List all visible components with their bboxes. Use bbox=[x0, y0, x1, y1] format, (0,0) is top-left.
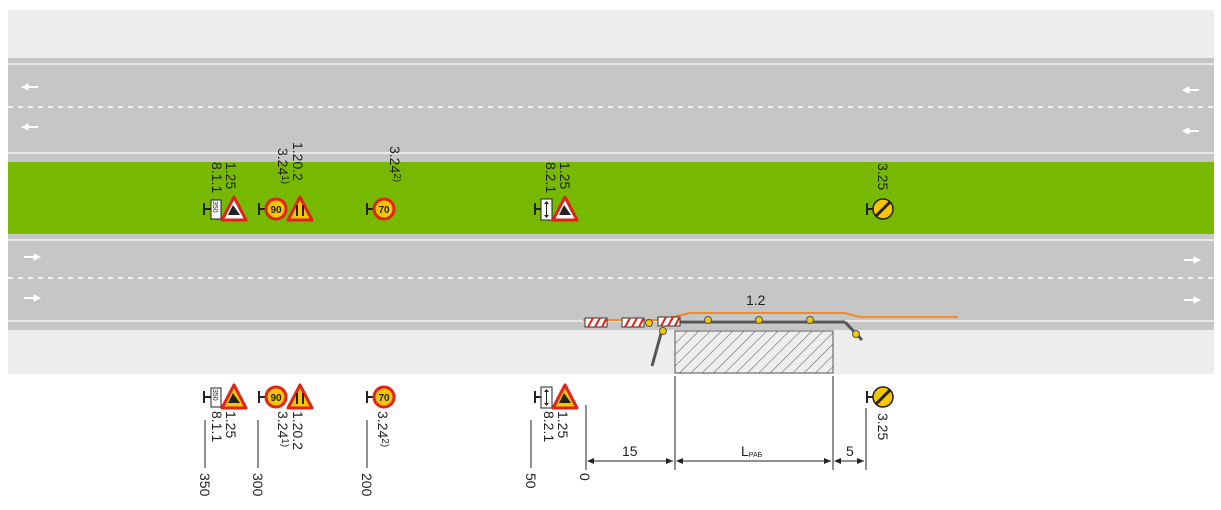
signal-lamps bbox=[645, 316, 860, 338]
sign-group-1-20-2-top: 90 1.20.2 3.241) bbox=[258, 142, 314, 222]
signal-lamp-icon bbox=[852, 330, 860, 338]
plate-code-bottom-2: 3.241) bbox=[275, 411, 291, 447]
top-carriageway bbox=[8, 58, 1214, 162]
plate-code-bottom-1: 8.1.1 bbox=[209, 411, 225, 442]
svg-text:90: 90 bbox=[270, 205, 282, 216]
median-strip bbox=[8, 162, 1214, 234]
plate-value: 350 bbox=[211, 389, 218, 401]
sign-code-top-4: 1.25 bbox=[557, 162, 573, 189]
road-works-triangle-icon bbox=[551, 195, 579, 222]
dimensions bbox=[585, 376, 867, 470]
plate-8-2-1-icon bbox=[540, 386, 553, 409]
arrow-left-icon bbox=[20, 123, 38, 131]
speed-limit-icon: 70 bbox=[372, 197, 396, 221]
sign-group-1-20-2-bottom: 90 1.20.2 3.241) bbox=[258, 383, 314, 450]
distance-marker: 200 bbox=[359, 420, 375, 497]
arrow-left-icon bbox=[20, 83, 38, 91]
end-speed-limit-icon bbox=[872, 386, 894, 408]
sign-code-top-1: 1.25 bbox=[223, 162, 239, 189]
end-speed-limit-icon bbox=[872, 198, 894, 220]
sign-group-3-25-bottom: 3.25 bbox=[866, 386, 894, 440]
road-narrows-triangle-icon bbox=[286, 195, 314, 222]
signal-lamp-icon bbox=[704, 316, 712, 324]
speed-limit-icon: 90 bbox=[264, 385, 288, 409]
temporary-marking-label: 1.2 bbox=[746, 292, 766, 308]
bottom-carriageway bbox=[8, 234, 1214, 330]
sign-code-top-3: 3.242) bbox=[387, 146, 403, 182]
distance-label-300: 300 bbox=[250, 473, 266, 497]
warning-barrier-board bbox=[584, 317, 608, 328]
arrow-right-icon bbox=[24, 253, 42, 261]
dimension-work-zone-label: LРАБ bbox=[741, 443, 763, 459]
arrow-right-icon bbox=[24, 294, 42, 302]
sign-group-1-25-b-top: 1.25 8.2.1 bbox=[534, 162, 579, 222]
plate-code-top-1: 8.1.1 bbox=[209, 162, 225, 193]
plate-8-1-1 bbox=[210, 199, 222, 220]
road bbox=[8, 10, 1214, 374]
sign-code-top-2: 1.20.2 bbox=[290, 142, 306, 181]
sign-group-1-25-b-bottom: 1.25 8.2.1 bbox=[534, 383, 579, 442]
arrow-right-icon bbox=[1184, 296, 1202, 304]
sign-group-3-24-bottom: 70 3.242) bbox=[366, 385, 396, 447]
speed-limit-icon: 90 bbox=[264, 197, 288, 221]
distance-label-350: 350 bbox=[197, 473, 213, 497]
arrow-left-icon bbox=[1181, 127, 1199, 135]
road-works-triangle-icon bbox=[551, 383, 579, 410]
road-narrows-triangle-icon bbox=[286, 383, 314, 410]
road-works-triangle-icon bbox=[220, 195, 248, 222]
barrier-taper-entry bbox=[650, 329, 664, 367]
plate-code-top-4: 8.2.1 bbox=[543, 162, 559, 193]
sign-code-bottom-3: 3.242) bbox=[375, 411, 391, 447]
dimension-5-label: 5 bbox=[846, 443, 854, 459]
dimension-15-label: 15 bbox=[622, 443, 638, 459]
distance-markers: 350 300 200 50 0 bbox=[197, 420, 593, 497]
sign-code-bottom-2: 1.20.2 bbox=[290, 411, 306, 450]
distance-marker: 350 bbox=[197, 420, 213, 497]
road-works-triangle-icon bbox=[220, 383, 248, 410]
sign-group-3-24-top: 70 3.242) bbox=[366, 146, 403, 221]
sign-code-top-5: 3.25 bbox=[875, 163, 891, 190]
signal-lamp-icon bbox=[755, 316, 763, 324]
sign-group-1-25-bottom: 350 1.25 8.1.1 bbox=[203, 383, 248, 442]
signal-lamp-icon bbox=[806, 316, 814, 324]
arrow-right-icon bbox=[1184, 256, 1202, 264]
sign-code-bottom-5: 3.25 bbox=[875, 413, 891, 440]
distance-marker: 300 bbox=[250, 420, 266, 497]
signal-lamp-icon bbox=[645, 319, 653, 327]
plate-code-top-2: 3.241) bbox=[275, 148, 291, 184]
plate-8-2-1-icon bbox=[540, 198, 553, 221]
svg-text:90: 90 bbox=[270, 393, 282, 404]
sign-code-bottom-4: 1.25 bbox=[555, 411, 571, 438]
plate-8-1-1 bbox=[210, 387, 222, 408]
warning-barrier-board bbox=[657, 316, 681, 327]
lane-arrows bbox=[20, 83, 1202, 304]
distance-label-200: 200 bbox=[359, 473, 375, 497]
sign-group-1-25-top: 350 1.25 8.1.1 bbox=[203, 162, 248, 222]
sign-code-bottom-1: 1.25 bbox=[223, 411, 239, 438]
distance-marker: 50 bbox=[523, 420, 539, 489]
distance-label-50: 50 bbox=[523, 473, 539, 489]
top-shoulder bbox=[8, 10, 1214, 60]
plate-code-bottom-4: 8.2.1 bbox=[541, 411, 557, 442]
bottom-shoulder bbox=[8, 330, 1214, 374]
svg-text:70: 70 bbox=[378, 393, 390, 404]
warning-barrier-board bbox=[621, 317, 645, 328]
distance-marker: 0 bbox=[577, 473, 593, 481]
arrow-left-icon bbox=[1181, 86, 1199, 94]
plate-value: 350 bbox=[211, 201, 218, 213]
sign-group-3-25-top: 3.25 bbox=[866, 163, 894, 220]
svg-text:70: 70 bbox=[378, 205, 390, 216]
distance-label-0: 0 bbox=[577, 473, 593, 481]
speed-limit-icon: 70 bbox=[372, 385, 396, 409]
work-zone: 1.2 bbox=[583, 292, 958, 374]
signal-lamp-icon bbox=[659, 327, 667, 335]
work-zone-hatched-area bbox=[674, 330, 834, 374]
